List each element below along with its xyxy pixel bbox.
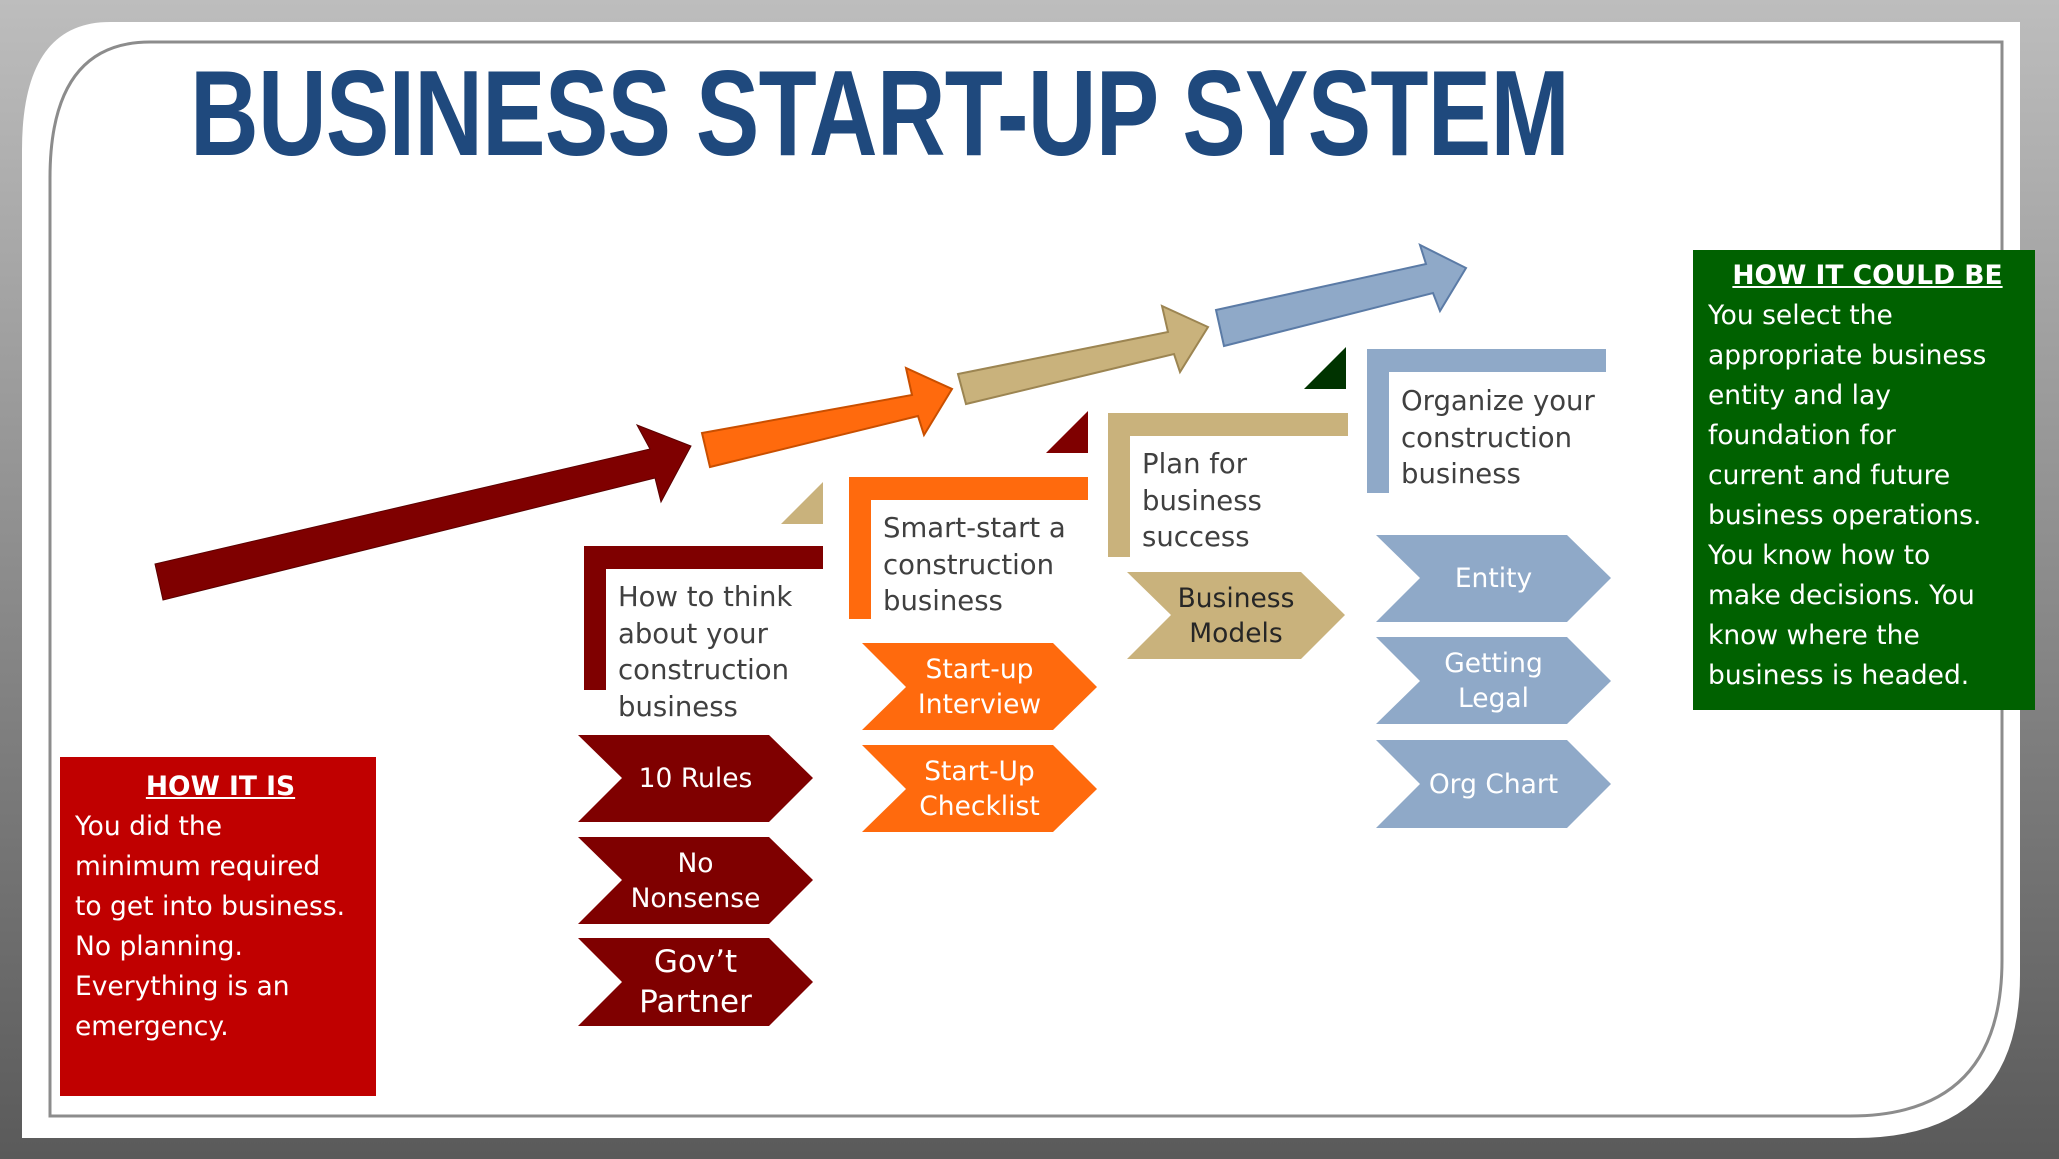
chevron-entity [1376, 535, 1611, 622]
chevron-label-line: Models [1189, 617, 1283, 649]
chevron-label-no-nonsense: No Nonsense [622, 837, 769, 924]
chevron-label-line: Partner [639, 984, 752, 1020]
how-it-is-line: You did the [75, 811, 223, 842]
stage-2-text-line: construction [883, 548, 1055, 581]
chevron-label-10-rules: 10 Rules [622, 735, 769, 822]
chevron-label-business-models: Business Models [1171, 572, 1301, 659]
chevron-startup-interview [862, 643, 1097, 730]
stage-1-text-line: How to think [618, 581, 793, 613]
chevron-label-line: Nonsense [630, 882, 761, 914]
stage-bracket-2 [849, 477, 1088, 619]
chevron-label-line: Legal [1457, 682, 1529, 714]
stage-arrow-3 [956, 304, 1210, 406]
stage-bracket-3 [1108, 413, 1348, 557]
chevron-label-org-chart: Org Chart [1420, 740, 1567, 828]
chevron-label-line: Start-Up [924, 755, 1035, 787]
chevron-govt-partner [578, 938, 813, 1026]
how-it-is-heading: HOW IT IS [145, 771, 296, 802]
corner-triangle-1 [781, 482, 823, 524]
stage-2-text-line: business [883, 585, 1003, 617]
chevron-10-rules [578, 735, 813, 822]
chevron-label-line: Interview [917, 688, 1042, 720]
how-it-could-be-line: You select the [1708, 300, 1893, 331]
stage-2-text: Smart-start a construction business [883, 510, 1066, 620]
chevron-startup-checklist [862, 745, 1097, 832]
how-it-could-be-line: appropriate business [1708, 340, 1987, 371]
chevron-label-govt-partner: Gov’t Partner [622, 938, 769, 1026]
how-it-could-be-line: make decisions. You [1708, 580, 1975, 611]
chevron-business-models [1127, 572, 1345, 659]
stage-bracket-4 [1367, 349, 1606, 493]
how-it-is-line: emergency. [75, 1011, 229, 1042]
stage-4-text-line: Organize your [1401, 385, 1595, 417]
corner-triangle-2 [1046, 411, 1088, 453]
chevron-label-line: Checklist [919, 790, 1040, 822]
stage-3-text-line: business [1142, 484, 1262, 517]
how-it-could-be-heading: HOW IT COULD BE [1732, 260, 2003, 291]
chevron-label-line: Start-up [925, 653, 1034, 685]
stage-3-text-line: Plan for [1142, 448, 1248, 480]
how-it-could-be-box: HOW IT COULD BE You select the appropria… [1693, 250, 2035, 710]
how-it-is-line: minimum required [75, 851, 321, 882]
stage-arrow-2 [700, 366, 954, 469]
stage-4-text-line: business [1401, 458, 1521, 490]
how-it-is-box: HOW IT IS You did the minimum required t… [60, 757, 376, 1096]
chevron-no-nonsense [578, 837, 813, 924]
how-it-could-be-line: current and future [1708, 460, 1951, 491]
corner-triangle-3 [1304, 347, 1346, 389]
stage-arrow-1 [154, 424, 692, 601]
how-it-could-be-line: foundation for [1708, 420, 1896, 451]
chevron-label-getting-legal: Getting Legal [1420, 637, 1567, 724]
stage-4-text: Organize your construction business [1401, 383, 1595, 493]
how-it-could-be-line: business is headed. [1708, 660, 1970, 691]
chevron-label-line: No [677, 847, 714, 879]
how-it-could-be-line: You know how to [1708, 540, 1931, 571]
chevron-label-line: Entity [1454, 563, 1533, 594]
chevron-label-line: Gov’t [653, 944, 738, 980]
chevron-label-line: Business [1177, 582, 1295, 614]
how-it-could-be-line: entity and lay [1708, 380, 1891, 411]
how-it-is-line: No planning. [75, 931, 243, 962]
stage-1-text-line: construction [618, 654, 790, 686]
stage-1-text-line: business [618, 690, 738, 723]
how-it-is-line: to get into business. [75, 891, 346, 922]
how-it-could-be-line: know where the [1708, 620, 1920, 651]
stage-2-text-line: Smart-start a [883, 512, 1066, 544]
chevron-label-line: 10 Rules [638, 763, 753, 794]
chevron-label-entity: Entity [1420, 535, 1567, 622]
stage-1-text-line: about your [618, 617, 768, 650]
how-it-could-be-line: business operations. [1708, 500, 1982, 531]
chevron-label-line: Org Chart [1428, 768, 1559, 800]
stage-3-text: Plan for business success [1142, 446, 1262, 556]
chevron-label-startup-checklist: Start-Up Checklist [906, 745, 1053, 832]
chevron-getting-legal [1376, 637, 1611, 724]
stage-1-text: How to think about your construction bus… [618, 579, 792, 725]
stage-4-text-line: construction [1401, 421, 1573, 454]
how-it-is-line: Everything is an [75, 971, 290, 1002]
stage-arrow-4 [1214, 243, 1468, 348]
chevron-org-chart [1376, 740, 1611, 828]
chevron-label-line: Getting [1444, 647, 1543, 679]
stage-bracket-1 [584, 546, 823, 690]
chevron-label-startup-interview: Start-up Interview [906, 643, 1053, 730]
stage-3-text-line: success [1142, 521, 1250, 553]
